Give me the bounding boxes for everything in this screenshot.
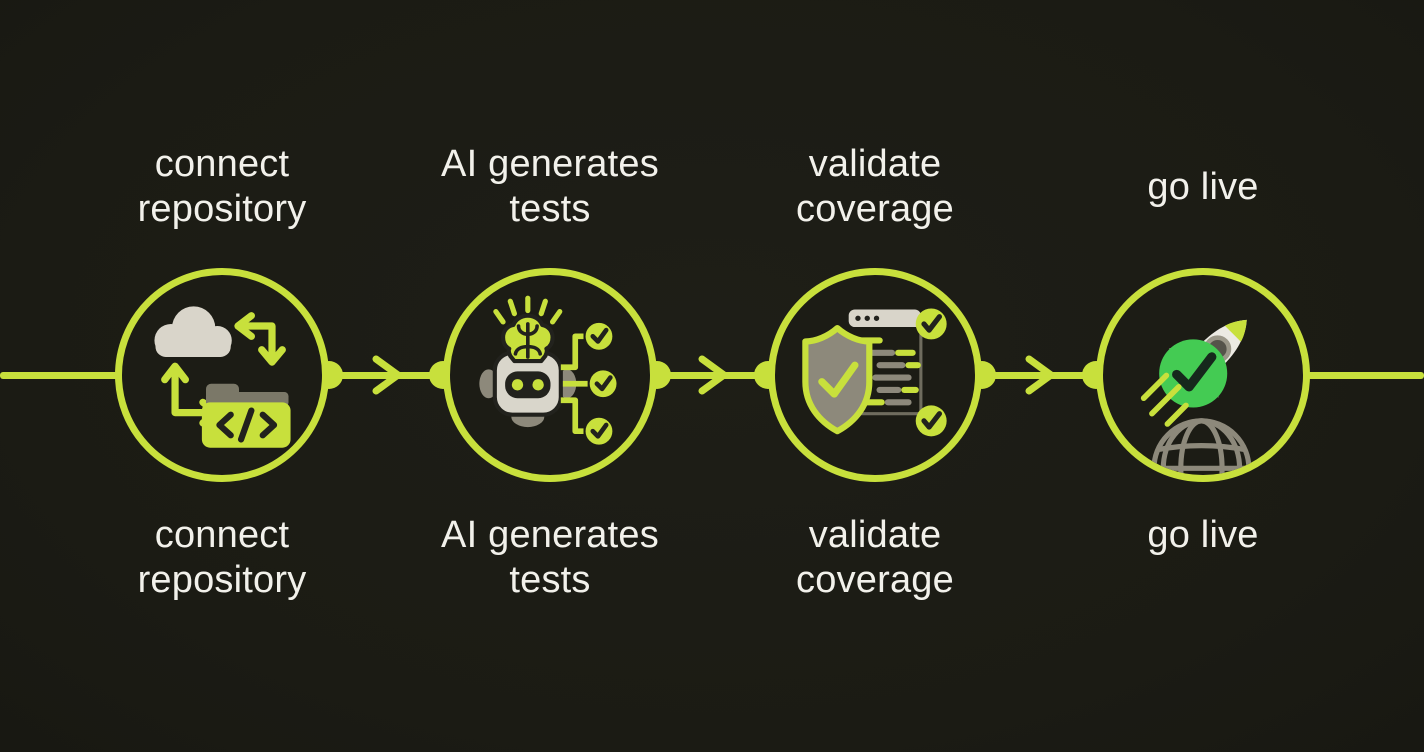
sync-arrow-down-icon — [233, 311, 286, 366]
arrow-right-chevron-icon — [1025, 355, 1055, 395]
step-bottom-label-connect-repository: connect repository — [137, 514, 307, 601]
step-top-label-connect-repository: connect repository — [137, 143, 307, 230]
step-node-connect-repository — [115, 268, 329, 482]
timeline-line — [0, 372, 1424, 379]
step-top-label-ai-generates-tests: AI generates tests — [441, 143, 659, 230]
step-node-validate-coverage — [768, 268, 982, 482]
cloud-icon — [153, 305, 232, 357]
shield-checklist-icon — [801, 307, 947, 436]
step-bottom-label-ai-generates-tests: AI generates tests — [441, 514, 659, 601]
step-top-label-go-live: go live — [1147, 165, 1259, 208]
step-bottom-label-go-live: go live — [1147, 514, 1259, 556]
cloud-sync-folder-icon — [153, 305, 291, 448]
browser-window-icon — [848, 309, 922, 415]
code-folder-icon — [201, 383, 291, 448]
step-node-go-live — [1096, 268, 1310, 482]
check-circles — [915, 307, 947, 436]
branch-lines — [560, 332, 588, 434]
brain-icon — [500, 313, 555, 363]
spark-rays-icon — [492, 295, 562, 324]
step-node-ai-generates-tests — [443, 268, 657, 482]
speed-lines — [1140, 372, 1189, 427]
shield-check-icon — [801, 324, 872, 434]
arrow-right-chevron-icon — [372, 355, 402, 395]
globe-icon — [1150, 417, 1251, 475]
check-circles — [585, 322, 616, 445]
robot-visor-icon — [504, 370, 550, 398]
step-top-label-validate-coverage: validate coverage — [796, 143, 954, 230]
arrow-right-chevron-icon — [698, 355, 728, 395]
ai-robot-checks-icon — [478, 295, 616, 445]
rocket-globe-icon — [1140, 319, 1251, 475]
step-bottom-label-validate-coverage: validate coverage — [796, 514, 954, 601]
